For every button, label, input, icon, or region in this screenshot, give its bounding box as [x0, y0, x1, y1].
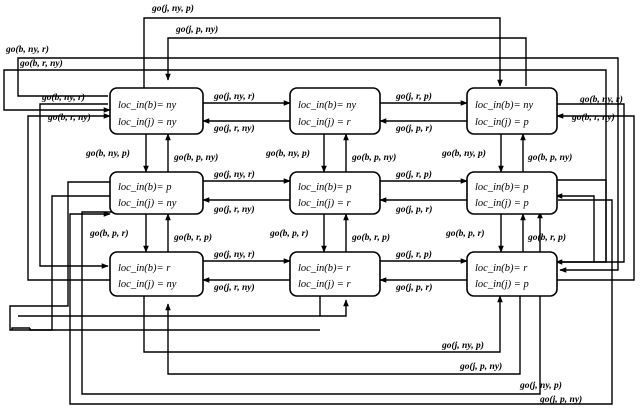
svg-text:loc_in(j) = r: loc_in(j) = r — [298, 117, 351, 128]
label-row1-j-r-p: go(j, r, p) — [395, 91, 432, 102]
node-p-r: loc_in(b)= p loc_in(j) = r — [289, 171, 381, 215]
svg-text:loc_in(b)= r: loc_in(b)= r — [475, 263, 528, 274]
label-row2-j-ny-r: go(j, ny, r) — [213, 169, 255, 180]
edge-wire-top-j-p-ny — [165, 37, 527, 86]
label-col3-b-p-r: go(b, p, r) — [445, 228, 485, 239]
label-row2-j-r-p: go(j, r, p) — [395, 169, 432, 180]
label-col2-b-p-r: go(b, p, r) — [269, 228, 309, 239]
label-row1-right-b-ny-r: go(b, ny, r) — [579, 94, 623, 105]
label-top-j-p-ny: go(j, p, ny) — [175, 24, 218, 35]
label-row3-j-r-ny: go(j, r, ny) — [213, 282, 255, 293]
label-col1-b-r-p: go(b, r, p) — [173, 232, 212, 243]
label-row3-j-r-p: go(j, r, p) — [395, 249, 432, 260]
svg-text:loc_in(b)= ny: loc_in(b)= ny — [298, 100, 356, 111]
label-col3-b-p-ny: go(b, p, ny) — [527, 152, 572, 163]
label-row3-j-p-r: go(j, p, r) — [395, 282, 432, 293]
label-bottom-j-p-ny-2: go(j, p, ny) — [539, 394, 582, 405]
label-row1-j-r-ny: go(j, r, ny) — [213, 123, 255, 134]
edge-wire-bottom-j-ny-p-1 — [143, 295, 503, 353]
edge-wire-bottom-left-main — [9, 181, 320, 331]
svg-text:loc_in(j) = r: loc_in(j) = r — [298, 279, 351, 290]
svg-text:loc_in(b)= p: loc_in(b)= p — [298, 182, 351, 193]
label-col1-b-p-r: go(b, p, r) — [89, 228, 129, 239]
node-ny-r: loc_in(b)= ny loc_in(j) = r — [289, 87, 381, 135]
label-col3-b-r-p: go(b, r, p) — [527, 232, 566, 243]
label-col2-b-p-ny: go(b, p, ny) — [351, 152, 396, 163]
label-row3-j-ny-r: go(j, ny, r) — [213, 249, 255, 260]
edge-wire-bottom-center-1 — [319, 296, 349, 317]
label-col1-b-p-ny: go(b, p, ny) — [173, 152, 218, 163]
svg-text:loc_in(j) = ny: loc_in(j) = ny — [118, 279, 177, 290]
label-row2-j-r-ny: go(j, r, ny) — [213, 204, 255, 215]
label-top-b-r-ny: go(b, r, ny) — [19, 58, 63, 69]
svg-text:loc_in(b)= p: loc_in(b)= p — [118, 182, 171, 193]
svg-text:loc_in(j) = ny: loc_in(j) = ny — [118, 117, 177, 128]
edge-wire-top-b-ny-r — [17, 57, 619, 273]
edge-wire-row1-right-b-r-ny — [556, 113, 635, 281]
svg-text:loc_in(j) = p: loc_in(j) = p — [475, 117, 529, 128]
node-ny-ny: loc_in(b)= ny loc_in(j) = ny — [109, 87, 204, 135]
edge-wire-row2-right-2 — [555, 193, 595, 262]
label-top-j-ny-p: go(j, ny, p) — [151, 3, 194, 14]
label-col2-b-ny-p: go(b, ny, p) — [265, 148, 310, 159]
label-col1-b-ny-p: go(b, ny, p) — [85, 148, 130, 159]
node-r-r: loc_in(b)= r loc_in(j) = r — [289, 251, 381, 297]
edge-wire-row2-right-1 — [556, 179, 607, 262]
edge-wire-row1-left-b-ny-r — [39, 103, 109, 269]
label-row1-j-ny-r: go(j, ny, r) — [213, 91, 255, 102]
label-row1-right-b-r-ny: go(b, r, ny) — [571, 112, 615, 123]
svg-text:loc_in(j) = r: loc_in(j) = r — [298, 198, 351, 209]
label-row1-j-p-r: go(j, p, r) — [395, 123, 432, 134]
edge-wire-top-j-ny-p — [143, 17, 503, 88]
svg-text:loc_in(b)= ny: loc_in(b)= ny — [475, 100, 533, 111]
label-col2-b-r-p: go(b, r, p) — [351, 232, 390, 243]
svg-text:loc_in(j) = ny: loc_in(j) = ny — [118, 198, 177, 209]
label-row1-left-b-r-ny: go(b, r, ny) — [47, 112, 91, 123]
edge-wire-bottom-j-p-ny-2 — [69, 199, 613, 405]
svg-text:loc_in(b)= r: loc_in(b)= r — [298, 263, 351, 274]
node-ny-p: loc_in(b)= ny loc_in(j) = p — [466, 87, 558, 135]
node-p-ny: loc_in(b)= p loc_in(j) = ny — [109, 171, 204, 215]
edge-wire-bottom-j-ny-p-2 — [81, 211, 543, 395]
edge-wire-row1-right-b-ny-r — [555, 103, 625, 265]
label-bottom-j-ny-p-2: go(j, ny, p) — [519, 380, 562, 391]
svg-text:loc_in(j) = p: loc_in(j) = p — [475, 279, 529, 290]
label-col3-b-ny-p: go(b, ny, p) — [441, 148, 486, 159]
node-p-p: loc_in(b)= p loc_in(j) = p — [466, 171, 558, 215]
svg-text:loc_in(b)= ny: loc_in(b)= ny — [118, 100, 176, 111]
svg-text:loc_in(b)= r: loc_in(b)= r — [118, 263, 171, 274]
label-bottom-j-p-ny-1: go(j, p, ny) — [459, 361, 502, 372]
edge-wire-row1-left-b-r-ny — [27, 113, 111, 281]
edge-wire-bottom-j-p-ny-1 — [165, 296, 521, 375]
label-bottom-j-ny-p-1: go(j, ny, p) — [441, 340, 484, 351]
svg-text:loc_in(b)= p: loc_in(b)= p — [475, 182, 528, 193]
node-r-p: loc_in(b)= r loc_in(j) = p — [466, 251, 558, 297]
svg-text:loc_in(j) = p: loc_in(j) = p — [475, 198, 529, 209]
label-row1-left-b-ny-r: go(b, ny, r) — [41, 92, 85, 103]
node-r-ny: loc_in(b)= r loc_in(j) = ny — [109, 251, 204, 297]
label-row2-j-p-r: go(j, p, r) — [395, 204, 432, 215]
label-top-b-ny-r: go(b, ny, r) — [5, 44, 49, 55]
